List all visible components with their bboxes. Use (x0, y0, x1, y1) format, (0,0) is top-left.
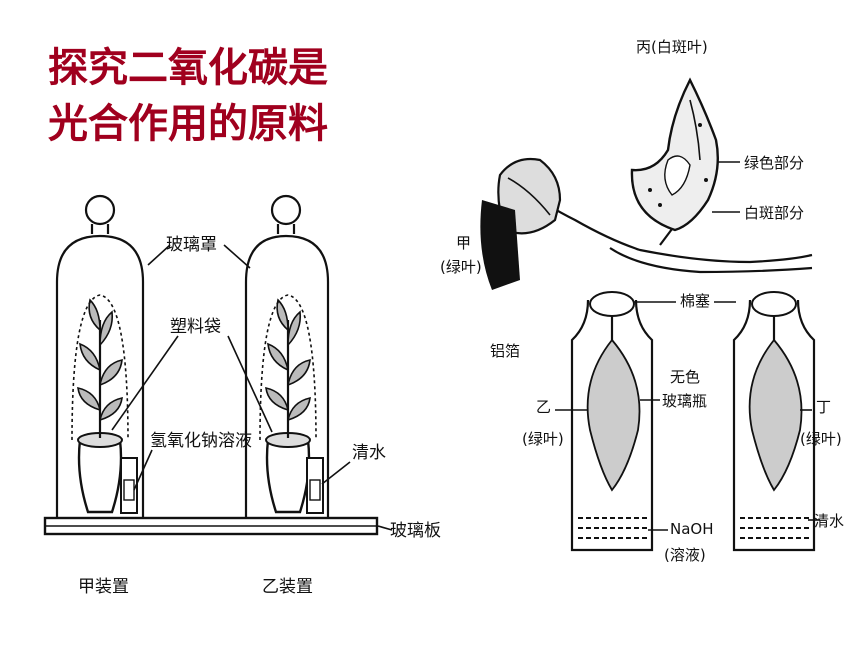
label-leaf-a: 甲 (456, 234, 471, 252)
label-cotton-plug: 棉塞 (680, 292, 710, 310)
cotton-plug-left (589, 291, 635, 317)
title-line-1: 探究二氧化碳是 (48, 45, 328, 91)
label-leaf-c: 丙(白斑叶) (636, 38, 708, 56)
label-device-b: 乙装置 (262, 577, 313, 597)
label-water-right: 清水 (814, 512, 844, 530)
leaf-d (748, 338, 803, 492)
title-line-2: 光合作用的原料 (48, 101, 328, 147)
left-apparatus-diagram: 玻璃罩 塑料袋 氢氧化钠溶液 清水 玻璃板 甲装置 乙装置 (43, 194, 441, 597)
label-clear-water-left: 清水 (352, 443, 386, 463)
bell-jar-a-knob (84, 194, 116, 226)
water-beaker (306, 457, 324, 514)
label-glass-cover: 玻璃罩 (166, 235, 217, 255)
label-naoh-sub: (溶液) (664, 546, 706, 564)
bell-jar-b (244, 194, 330, 518)
right-plant-bottle-diagram: 丙(白斑叶) 绿色部分 白斑部分 甲 (绿叶) 铝箔 棉塞 乙 (绿叶) 无色 … (440, 38, 844, 564)
label-leaf-d-sub: (绿叶) (800, 430, 842, 448)
leaf-a-with-foil (480, 157, 562, 290)
label-naoh: NaOH (670, 520, 714, 538)
bell-jar-a (55, 194, 145, 518)
aluminum-foil (480, 200, 520, 290)
naoh-beaker (120, 457, 138, 514)
label-plastic-bag: 塑料袋 (170, 317, 221, 337)
label-clear-bottle-1: 无色 (670, 368, 700, 386)
label-leaf-a-sub: (绿叶) (440, 258, 482, 276)
label-naoh-solution: 氢氧化钠溶液 (150, 431, 252, 451)
potted-plant-a (71, 294, 129, 514)
potted-plant-b (259, 294, 317, 514)
label-leaf-d: 丁 (816, 398, 831, 416)
leaf-c-variegated (630, 77, 719, 232)
bottle-right (732, 291, 816, 552)
cotton-plug-right (751, 291, 797, 317)
label-foil: 铝箔 (490, 342, 520, 360)
leaf-b (586, 338, 641, 492)
label-leaf-b-sub: (绿叶) (522, 430, 564, 448)
page-title: 探究二氧化碳是 光合作用的原料 (48, 40, 408, 152)
label-device-a: 甲装置 (78, 577, 129, 597)
label-green-part: 绿色部分 (744, 154, 804, 172)
bottle-left (570, 291, 654, 552)
label-clear-bottle-2: 玻璃瓶 (662, 392, 707, 410)
label-leaf-b: 乙 (536, 398, 551, 416)
bell-jar-b-knob (270, 194, 302, 226)
label-glass-plate: 玻璃板 (390, 521, 441, 541)
label-white-part: 白斑部分 (744, 204, 804, 222)
